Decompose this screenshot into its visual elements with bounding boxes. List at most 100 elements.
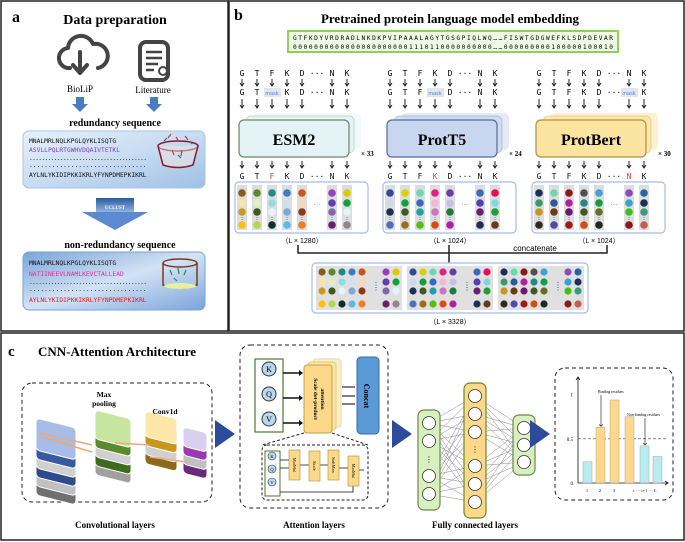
bar-i bbox=[624, 416, 635, 484]
embedding-column bbox=[594, 185, 604, 230]
embedding-dot bbox=[476, 199, 484, 207]
embedding-dot bbox=[625, 221, 633, 229]
input-token: K bbox=[582, 69, 587, 78]
input-sequence: GTFKDYVRDRADLNKDKPVIPAAALAGYTGSGPIQLWQ……… bbox=[293, 35, 613, 42]
combined-dot bbox=[530, 268, 538, 276]
embedding-column bbox=[624, 185, 634, 230]
arrowhead bbox=[536, 104, 542, 109]
embedding-dot bbox=[283, 189, 291, 197]
arrowhead bbox=[581, 164, 587, 169]
input-token: F bbox=[418, 69, 423, 78]
embedding-dot bbox=[386, 199, 394, 207]
embedding-dot bbox=[476, 189, 484, 197]
ellipsis: ··· bbox=[461, 200, 469, 209]
model-name: ESM2 bbox=[273, 132, 316, 149]
embedding-dot bbox=[625, 189, 633, 197]
combined-dot bbox=[429, 268, 437, 276]
section-label-fc: Fully connected layers bbox=[432, 520, 518, 530]
arrowhead bbox=[641, 104, 647, 109]
input-token: N bbox=[478, 69, 483, 78]
uclust-arrowhead bbox=[82, 212, 148, 230]
masked-input-token: ··· bbox=[310, 88, 324, 97]
combined-dot bbox=[348, 300, 356, 308]
masked-input-token: D bbox=[448, 88, 453, 97]
embedding-dimension: （L × 1024） bbox=[578, 237, 619, 245]
model-block bbox=[386, 119, 498, 158]
attention-layers-box bbox=[239, 344, 389, 509]
arrowhead bbox=[596, 164, 602, 169]
input-token: K bbox=[433, 69, 438, 78]
combined-dot bbox=[530, 300, 538, 308]
embedding-dot bbox=[476, 208, 484, 216]
masked-input-token: K bbox=[493, 88, 498, 97]
sequence-line: MNALMRLNQLKPGLQYKLISQTG bbox=[29, 138, 116, 145]
sequence-dots: ...................................... bbox=[29, 155, 147, 162]
detail-input-icon bbox=[267, 464, 277, 474]
bowl-icon bbox=[157, 133, 199, 169]
combined-dimension: （L × 3328） bbox=[429, 318, 470, 326]
combined-dot bbox=[540, 300, 548, 308]
combined-dot bbox=[429, 278, 437, 286]
nonredundancy-title: non-redundancy sequence bbox=[64, 240, 176, 251]
masked-input-token: ··· bbox=[607, 88, 621, 97]
embedding-dimension: （L × 1024） bbox=[429, 237, 470, 245]
embedding-dot bbox=[535, 189, 543, 197]
input-token: D bbox=[597, 69, 602, 78]
arrowhead bbox=[402, 82, 408, 87]
embedding-dot bbox=[431, 189, 439, 197]
arrowhead bbox=[447, 82, 453, 87]
combined-dot bbox=[382, 300, 390, 308]
masked-input-token: F bbox=[418, 88, 423, 97]
combined-dot bbox=[419, 278, 427, 286]
arrowhead bbox=[239, 104, 245, 109]
embedding-dot bbox=[283, 221, 291, 229]
combined-dot bbox=[520, 287, 528, 295]
combined-dot bbox=[483, 300, 491, 308]
arrowhead bbox=[492, 104, 498, 109]
arrowhead bbox=[551, 82, 557, 87]
nonbinding-arrow bbox=[642, 418, 648, 446]
input-sequence-box bbox=[287, 30, 619, 53]
x-tick-label: 3 bbox=[613, 488, 616, 493]
combined-dot bbox=[564, 300, 572, 308]
feature-map-front bbox=[144, 411, 178, 445]
input-token: D bbox=[448, 69, 453, 78]
embedding-column bbox=[564, 185, 574, 230]
detail-input-icon bbox=[267, 451, 277, 461]
combined-dot bbox=[574, 287, 582, 295]
binding-annotation: Binding residues bbox=[598, 390, 624, 394]
embedding-dot bbox=[491, 199, 499, 207]
output-token: G bbox=[388, 172, 393, 181]
conv-layers-box bbox=[21, 382, 213, 503]
output-token: G bbox=[240, 172, 245, 181]
arrowhead bbox=[387, 164, 393, 169]
combined-dot bbox=[328, 268, 336, 276]
input-token: K bbox=[345, 69, 350, 78]
arrowhead bbox=[402, 104, 408, 109]
redundancy-title: redundancy sequence bbox=[69, 118, 161, 129]
sequence-line: MNALMRLNQLKPGLQYKLISQTG bbox=[29, 260, 116, 267]
combined-dot bbox=[510, 278, 518, 286]
arrowhead bbox=[417, 164, 423, 169]
panel-a-title: Data preparation bbox=[63, 13, 167, 28]
attention-outputs bbox=[342, 386, 355, 405]
embedding-column bbox=[475, 185, 485, 230]
sub-block-label: Scale bbox=[312, 461, 317, 471]
detail-input-label: Q bbox=[270, 467, 274, 472]
arrowhead bbox=[566, 104, 572, 109]
y-tick-label: 1 bbox=[571, 394, 574, 399]
flow-arrow-icon bbox=[530, 420, 550, 448]
chart-axes bbox=[575, 376, 669, 486]
redundancy-box bbox=[22, 130, 206, 189]
embedding-dot bbox=[640, 199, 648, 207]
arrowhead bbox=[626, 164, 632, 169]
combined-dot bbox=[328, 287, 336, 295]
embedding-dot bbox=[401, 189, 409, 197]
embedding-dot bbox=[386, 208, 394, 216]
y-tick-label: 0 bbox=[571, 482, 574, 487]
output-token: N bbox=[627, 172, 632, 181]
output-token: N bbox=[330, 172, 335, 181]
combined-dot bbox=[382, 268, 390, 276]
layer-count: × 30 bbox=[658, 150, 671, 158]
